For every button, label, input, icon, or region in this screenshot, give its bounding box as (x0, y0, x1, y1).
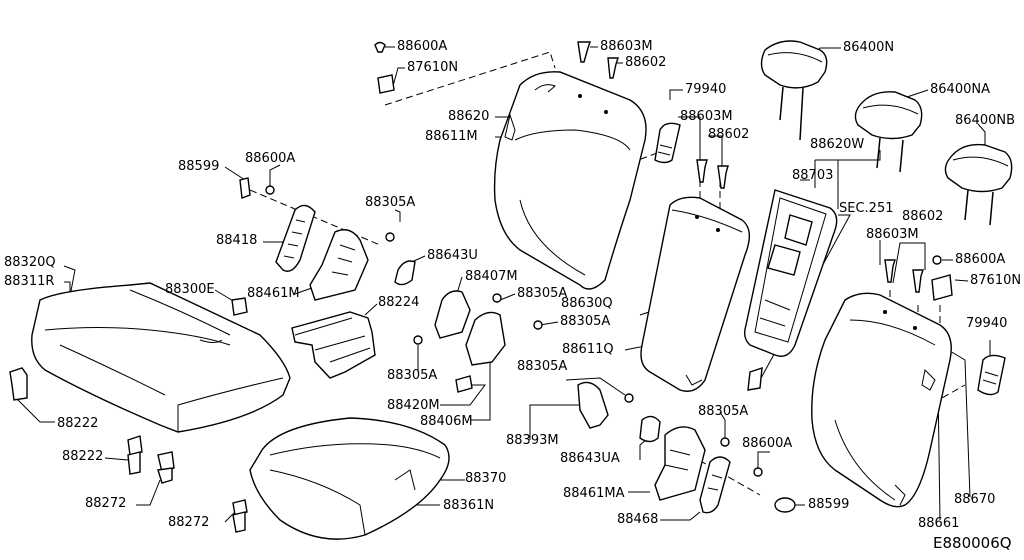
part-label-88603m: 88603M (866, 227, 919, 242)
hinge-right (654, 426, 796, 514)
part-label-88407m: 88407M (465, 269, 518, 284)
part-label-88222: 88222 (62, 449, 103, 464)
part-label-88600a: 88600A (955, 252, 1005, 267)
hinge-left (231, 177, 416, 316)
part-label-88272: 88272 (85, 496, 126, 511)
part-label-86400na: 86400NA (930, 82, 990, 97)
part-label-88611m: 88611M (425, 129, 478, 144)
part-label-88461m: 88461M (247, 286, 300, 301)
part-label-88305a: 88305A (560, 314, 610, 329)
part-label-88224: 88224 (378, 295, 419, 310)
part-label-88643ua: 88643UA (560, 451, 620, 466)
seat-back-right (811, 274, 1006, 508)
part-label-88406m: 88406M (420, 414, 473, 429)
part-label-88599: 88599 (808, 497, 849, 512)
part-label-88603m: 88603M (680, 109, 733, 124)
seat-cushion-bottom (249, 417, 450, 540)
seat-back-88620 (493, 71, 647, 290)
part-label-87610n: 87610N (407, 60, 458, 75)
part-label-88305a: 88305A (698, 404, 748, 419)
bolts (265, 159, 942, 477)
center-covers (434, 290, 661, 443)
part-label-86400n: 86400N (843, 40, 894, 55)
part-label-88670: 88670 (954, 492, 995, 507)
console-88224 (291, 311, 376, 379)
part-label-88703: 88703 (792, 168, 833, 183)
part-label-sec-251: SEC.251 (839, 201, 894, 216)
part-label-88420m: 88420M (387, 398, 440, 413)
part-label-86400nb: 86400NB (955, 113, 1015, 128)
part-label-79940: 79940 (966, 316, 1007, 331)
part-label-88300e: 88300E (165, 282, 215, 297)
part-label-88600a: 88600A (245, 151, 295, 166)
armrest-88630Q (640, 196, 750, 392)
part-label-88603m: 88603M (600, 39, 653, 54)
part-label-88600a: 88600A (742, 436, 792, 451)
clips-88222 (9, 367, 248, 533)
part-label-88643u: 88643U (427, 248, 478, 263)
part-label-88311r: 88311R (4, 274, 54, 289)
small-clips-top (374, 41, 681, 164)
seat-cushion-left (31, 282, 291, 433)
part-label-88599: 88599 (178, 159, 219, 174)
part-label-88361n: 88361N (443, 498, 494, 513)
part-label-88305a: 88305A (387, 368, 437, 383)
part-label-88468: 88468 (617, 512, 658, 527)
diagram-code: E880006Q (933, 534, 1012, 552)
part-label-88305a: 88305A (365, 195, 415, 210)
part-label-88630q: 88630Q (561, 296, 613, 311)
part-label-88602: 88602 (902, 209, 943, 224)
part-label-88600a: 88600A (397, 39, 447, 54)
part-label-88611q: 88611Q (562, 342, 614, 357)
part-label-88305a: 88305A (517, 286, 567, 301)
part-label-88602: 88602 (625, 55, 666, 70)
part-label-88461ma: 88461MA (563, 486, 625, 501)
part-label-88620w: 88620W (810, 137, 864, 152)
part-label-88370: 88370 (465, 471, 506, 486)
part-label-88222: 88222 (57, 416, 98, 431)
headrests (760, 40, 1013, 226)
part-label-88620: 88620 (448, 109, 489, 124)
part-label-88272: 88272 (168, 515, 209, 530)
part-label-88393m: 88393M (506, 433, 559, 448)
labels: 88600A87610N88603M88602799408862088611M8… (4, 39, 1021, 531)
center-frame (743, 189, 838, 391)
part-label-79940: 79940 (685, 82, 726, 97)
part-label-88418: 88418 (216, 233, 257, 248)
part-label-88661: 88661 (918, 516, 959, 531)
part-label-88320q: 88320Q (4, 255, 56, 270)
part-label-88305a: 88305A (517, 359, 567, 374)
part-label-87610n: 87610N (970, 273, 1021, 288)
part-label-88602: 88602 (708, 127, 749, 142)
